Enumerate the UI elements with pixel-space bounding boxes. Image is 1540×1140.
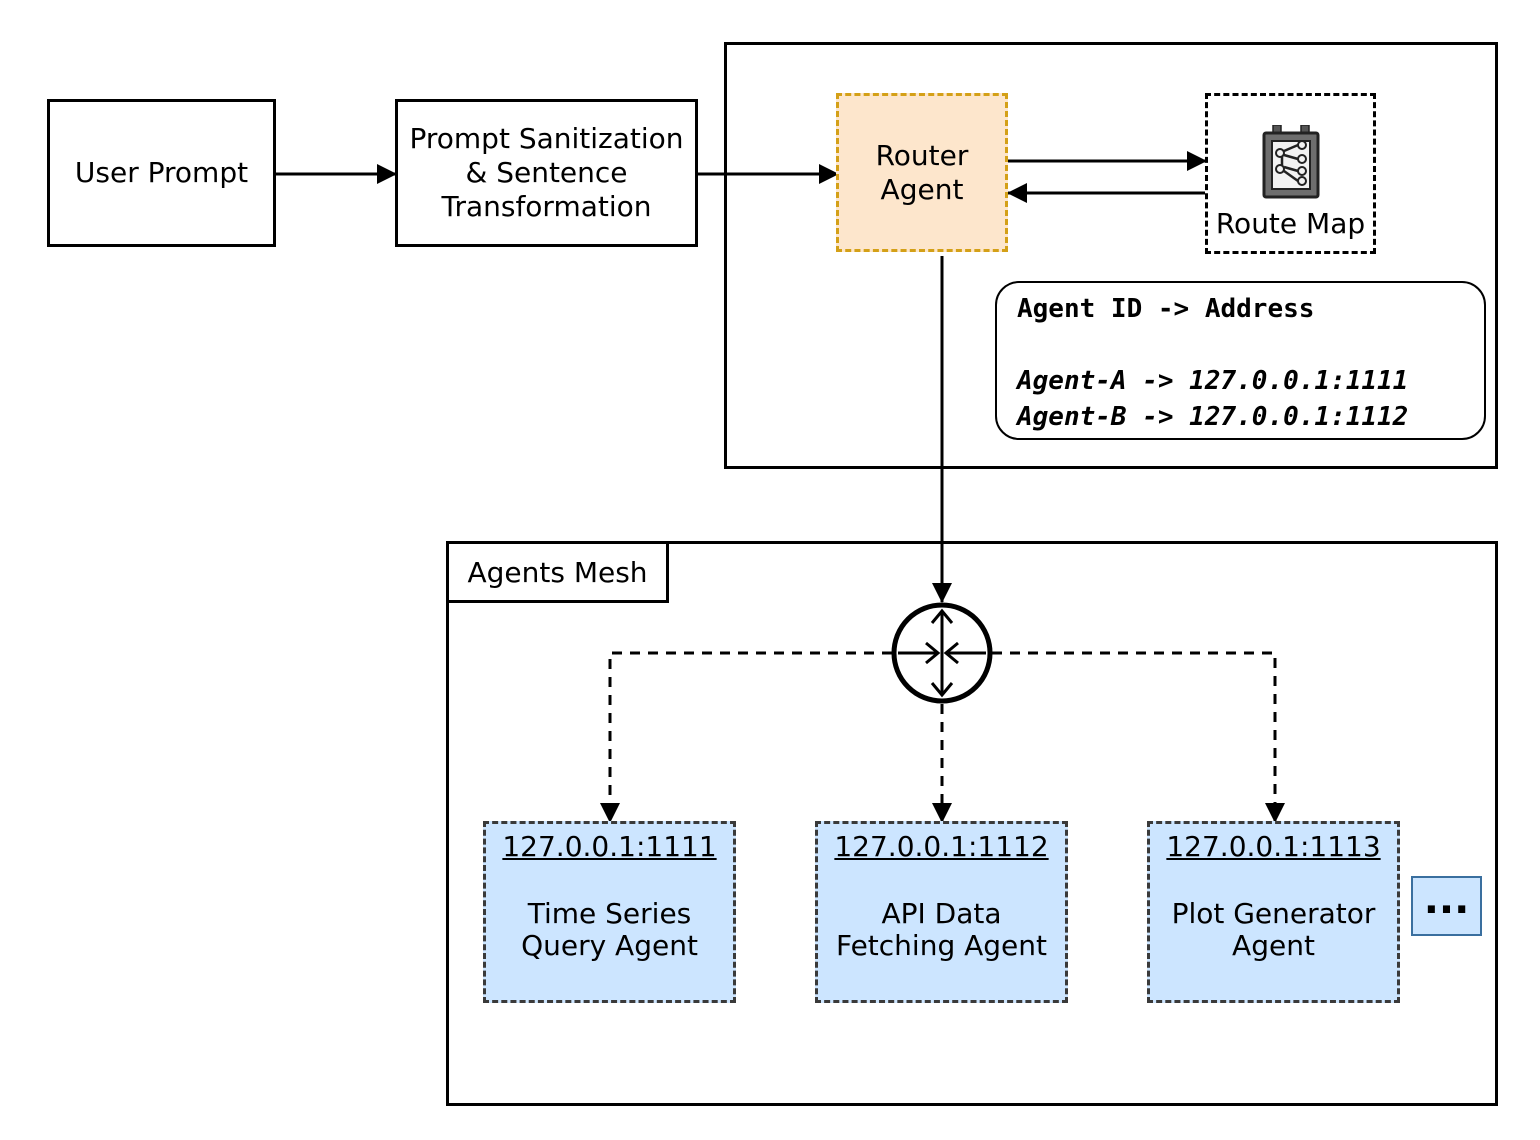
agent-label-line: Fetching Agent bbox=[836, 929, 1047, 962]
route-table-row: Agent-A -> 127.0.0.1:1111 bbox=[1017, 366, 1409, 396]
agent-address: 127.0.0.1:1112 bbox=[834, 830, 1049, 863]
route-map-icon bbox=[1262, 125, 1319, 199]
agent-node-api-data: 127.0.0.1:1112 API Data Fetching Agent bbox=[815, 821, 1068, 1003]
agent-address: 127.0.0.1:1111 bbox=[502, 830, 717, 863]
user-prompt-node: User Prompt bbox=[47, 99, 276, 247]
route-table: Agent ID -> Address Agent-A -> 127.0.0.1… bbox=[995, 281, 1486, 440]
dashed-hub-to-agent-1 bbox=[600, 651, 892, 823]
user-prompt-label: User Prompt bbox=[74, 156, 249, 189]
sanitization-line-1: Prompt Sanitization bbox=[409, 122, 684, 155]
agent-label-line: Agent bbox=[1232, 929, 1315, 962]
router-hub-icon bbox=[891, 602, 993, 704]
route-table-spacer bbox=[1017, 327, 1484, 363]
sanitization-node: Prompt Sanitization & Sentence Transform… bbox=[395, 99, 698, 247]
router-line-2: Agent bbox=[880, 172, 964, 206]
more-agents-label: ... bbox=[1423, 877, 1470, 923]
agents-mesh-title: Agents Mesh bbox=[446, 541, 669, 603]
agent-node-plot-generator: 127.0.0.1:1113 Plot Generator Agent bbox=[1147, 821, 1400, 1003]
route-map-node: Route Map bbox=[1205, 93, 1376, 254]
route-map-label: Route Map bbox=[1215, 207, 1366, 240]
dashed-hub-to-agent-3 bbox=[992, 651, 1285, 823]
agent-label-line: Time Series bbox=[527, 897, 692, 930]
route-table-header: Agent ID -> Address bbox=[1017, 294, 1315, 324]
routing-container bbox=[724, 42, 1498, 469]
sanitization-line-2: & Sentence bbox=[465, 156, 628, 189]
agent-label-line: API Data bbox=[881, 897, 1002, 930]
router-line-1: Router bbox=[875, 138, 969, 172]
more-agents-box: ... bbox=[1411, 876, 1482, 936]
agent-address: 127.0.0.1:1113 bbox=[1166, 830, 1381, 863]
router-agent-node: Router Agent bbox=[836, 93, 1008, 252]
sanitization-line-3: Transformation bbox=[441, 190, 652, 223]
agent-label-line: Plot Generator bbox=[1171, 897, 1376, 930]
agent-node-time-series: 127.0.0.1:1111 Time Series Query Agent bbox=[483, 821, 736, 1003]
route-table-row: Agent-B -> 127.0.0.1:1112 bbox=[1017, 402, 1409, 432]
agent-label-line: Query Agent bbox=[521, 929, 698, 962]
agents-mesh-title-label: Agents Mesh bbox=[467, 555, 648, 589]
agents-mesh-container bbox=[446, 541, 1498, 1106]
